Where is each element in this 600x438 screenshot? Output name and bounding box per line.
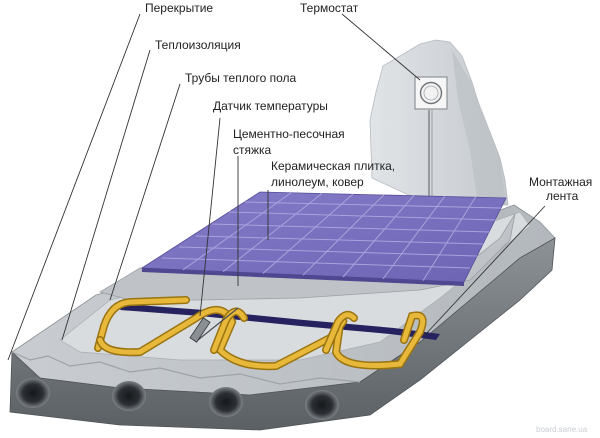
label-perekrytie: Перекрытие (145, 1, 213, 15)
label-plitka-2: линолеум, ковер (271, 175, 364, 189)
heating-pipes (94, 296, 427, 371)
wall-shadow (452, 50, 506, 205)
watermark: board.sane.ua (536, 425, 588, 434)
label-truby: Трубы теплого пола (185, 71, 297, 85)
label-plitka-1: Керамическая плитка, (271, 159, 395, 173)
label-lenta-2: лента (546, 189, 579, 203)
label-teploizolyatsiya: Теплоизоляция (155, 38, 241, 52)
temperature-sensor (189, 307, 239, 343)
label-styazhka-2: стяжка (233, 143, 272, 157)
leader-lines (7, 13, 546, 361)
floor-tiles (140, 191, 507, 286)
slab-rough-edge (11, 351, 361, 385)
label-termostat: Термостат (300, 1, 359, 15)
labels: Перекрытие Термостат Теплоизоляция Трубы… (145, 1, 592, 203)
slab-hollow-cores (16, 378, 339, 420)
label-datchik: Датчик температуры (213, 99, 328, 113)
thermostat (414, 76, 448, 200)
label-styazhka-1: Цементно-песочная (233, 127, 345, 141)
label-lenta-1: Монтажная (529, 175, 592, 189)
